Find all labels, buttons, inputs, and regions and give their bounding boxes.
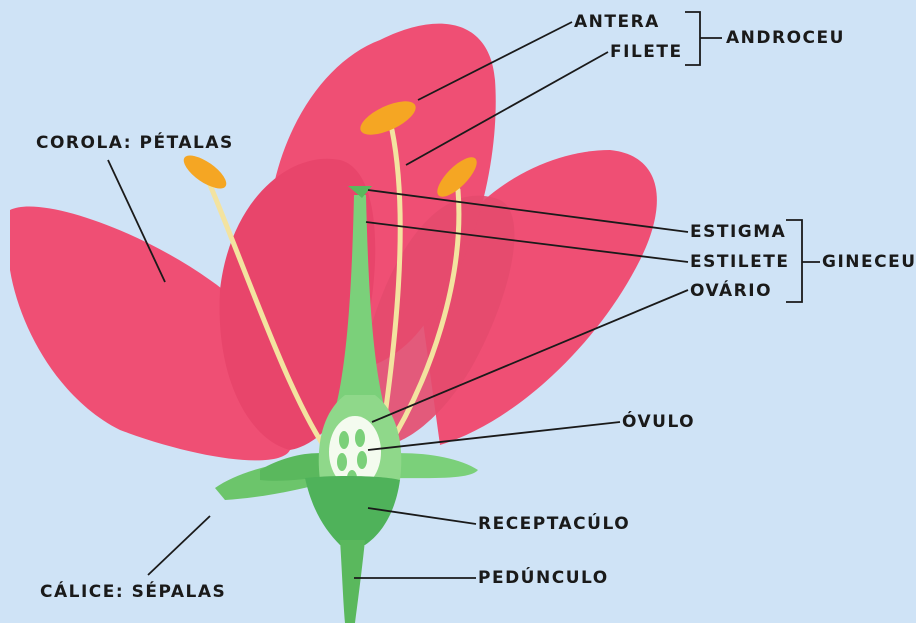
label-estigma: ESTIGMA: [690, 222, 786, 242]
label-ovulo: ÓVULO: [622, 412, 695, 432]
label-filete: FILETE: [610, 42, 683, 62]
anther-left: [179, 149, 231, 194]
label-estilete: ESTILETE: [690, 252, 789, 272]
bracket-gineceu: [786, 220, 820, 302]
label-receptaculo: RECEPTACÚLO: [478, 514, 630, 534]
label-calice: CÁLICE: SÉPALAS: [40, 582, 226, 602]
label-gineceu: GINECEU: [822, 252, 916, 272]
label-corola: COROLA: PÉTALAS: [36, 133, 234, 153]
label-androceu: ANDROCEU: [726, 28, 845, 48]
label-ovario: OVÁRIO: [690, 281, 772, 301]
label-antera: ANTERA: [574, 12, 660, 32]
label-pedunculo: PEDÚNCULO: [478, 568, 609, 588]
peduncle: [340, 540, 365, 623]
bracket-androceu: [685, 12, 722, 65]
leader-calice: [148, 516, 210, 575]
